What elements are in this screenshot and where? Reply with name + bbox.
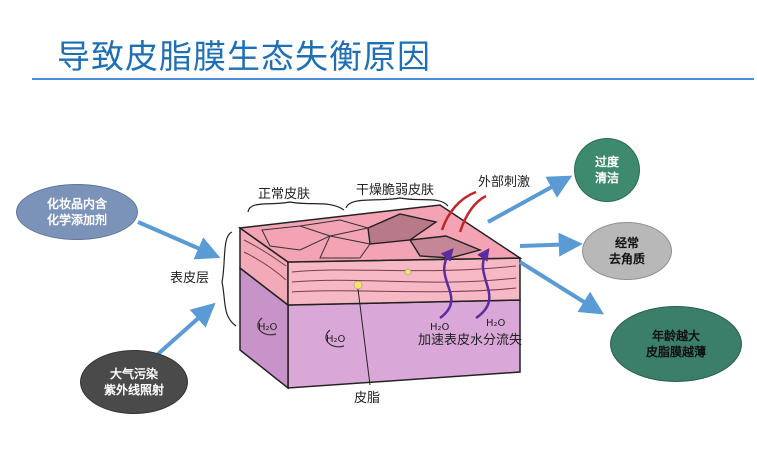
effect-bubble-line: 经常 bbox=[614, 235, 639, 250]
effect-bubble-line: 清洁 bbox=[594, 171, 619, 185]
effect-arrows bbox=[487, 175, 605, 315]
cause-bubble-line: 大气污染 bbox=[109, 366, 158, 381]
sebum-label: 皮脂 bbox=[354, 391, 380, 406]
h2o-label-3: H₂O bbox=[430, 322, 450, 333]
effect-bubble-overcleansing: 过度 清洁 bbox=[574, 138, 640, 202]
external-stimulus-label: 外部刺激 bbox=[478, 175, 530, 190]
h2o-label-2: H₂O bbox=[326, 334, 346, 345]
cause-bubble-line: 化妆品内含 bbox=[46, 196, 107, 211]
cause-arrows bbox=[137, 220, 221, 356]
dry-fragile-skin-label: 干燥脆弱皮肤 bbox=[356, 182, 434, 198]
sebum-pointer bbox=[353, 268, 412, 386]
cause-bubble-line: 紫外线照射 bbox=[103, 383, 164, 397]
effect-bubble-line: 皮脂膜越薄 bbox=[645, 345, 706, 359]
title-divider bbox=[32, 78, 754, 80]
skin-surface bbox=[237, 204, 523, 263]
epidermis-label: 表皮层 bbox=[170, 271, 209, 286]
cause-bubble-cosmetics: 化妆品内含 化学添加剂 bbox=[16, 184, 138, 240]
braces bbox=[221, 197, 449, 327]
external-stimulus-arrows bbox=[440, 190, 487, 233]
dermis-water bbox=[257, 317, 345, 348]
effect-bubble-line: 过度 bbox=[594, 154, 619, 169]
water-loss-label: 加速表皮水分流失 bbox=[418, 333, 522, 348]
effect-bubble-line: 去角质 bbox=[608, 252, 645, 266]
cause-bubble-line: 化学添加剂 bbox=[46, 213, 107, 227]
normal-skin-label: 正常皮肤 bbox=[258, 187, 310, 202]
page-title: 导致皮脂膜生态失衡原因 bbox=[57, 37, 431, 76]
h2o-label-4: H₂O bbox=[486, 318, 506, 329]
effect-bubble-aging: 年龄越大 皮脂膜越薄 bbox=[610, 306, 742, 382]
effect-bubble-exfoliation: 经常 去角质 bbox=[582, 222, 672, 280]
water-loss-arrows bbox=[439, 247, 491, 320]
cause-bubble-pollution: 大气污染 紫外线照射 bbox=[80, 350, 188, 414]
effect-bubble-line: 年龄越大 bbox=[651, 328, 700, 343]
h2o-label-1: H₂O bbox=[258, 322, 278, 333]
